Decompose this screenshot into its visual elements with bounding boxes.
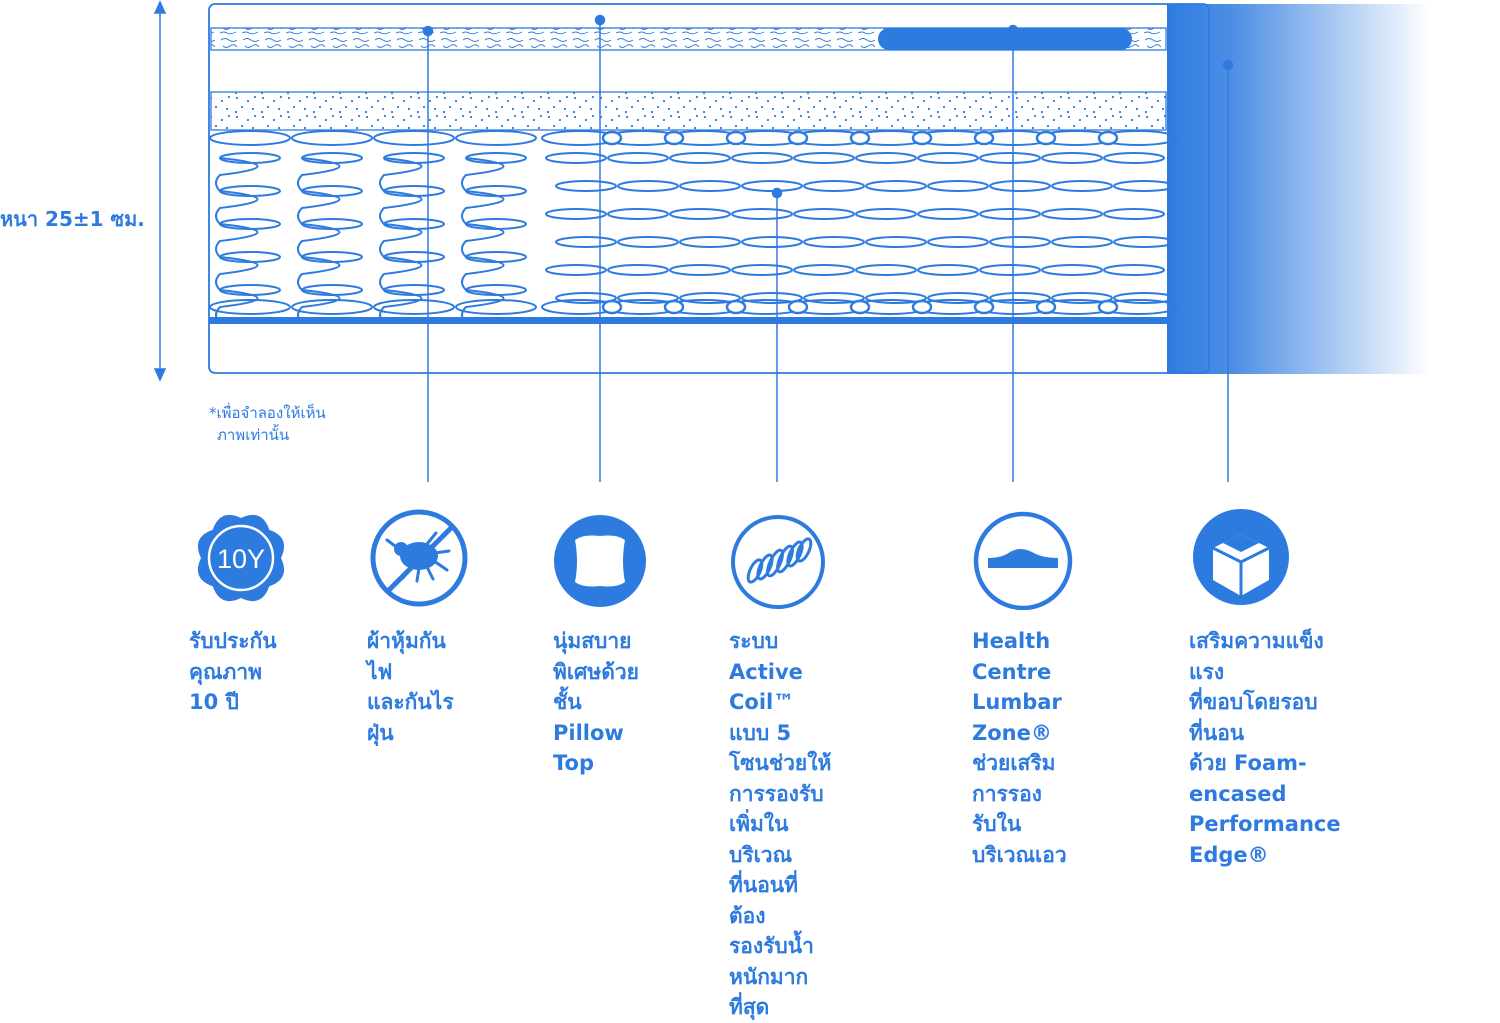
coil-connector-ring [787, 130, 809, 146]
spring-coil [727, 130, 805, 315]
leader-dot-lumbar-zone [1007, 24, 1019, 36]
spring-coil [665, 130, 743, 315]
no-dust-mite-icon [370, 509, 468, 607]
feature-label-active-coil: ระบบ Active Coil™ แบบ 5 โซนช่วยให้ การรอ… [729, 629, 832, 1019]
quilted-top-layer [210, 27, 1167, 51]
coil-connector-ring [1035, 130, 1057, 146]
leader-dot-pillow-top [594, 14, 606, 26]
leader-dot-fire-cover [422, 25, 434, 37]
foam-layer [210, 91, 1167, 131]
coil-connector-ring [787, 299, 809, 315]
coil-connector-ring [973, 130, 995, 146]
feature-foam-edge: เสริมความแข็งแรง ที่ขอบโดยรอบที่นอน ด้วย… [1189, 506, 1341, 867]
spring-coil [373, 130, 455, 324]
coil-connector-ring [911, 299, 933, 315]
spring-coil [1099, 130, 1177, 315]
disclaimer-line-2: ภาพเท่านั้น [217, 426, 290, 444]
illustration-disclaimer: *เพื่อจำลองให้เห็น ภาพเท่านั้น [209, 402, 409, 446]
coil-connector-ring [973, 299, 995, 315]
coil-connector-ring [601, 299, 623, 315]
feature-pillow-top: นุ่มสบาย พิเศษด้วย ชั้น Pillow Top [553, 506, 657, 775]
spring-coil-layer [209, 130, 1177, 324]
coil-connector-ring [725, 130, 747, 146]
leader-dot-active-coil [771, 187, 783, 199]
spring-coil [291, 130, 373, 324]
leader-lines [422, 14, 1234, 482]
feature-label-warranty: รับประกัน คุณภาพ 10 ปี [189, 629, 277, 714]
spring-coil [455, 130, 537, 324]
feature-active-coil: ระบบ Active Coil™ แบบ 5 โซนช่วยให้ การรอ… [729, 506, 833, 1019]
leader-dot-foam-edge [1222, 59, 1234, 71]
coil-connector-ring [1097, 130, 1119, 146]
disclaimer-line-1: *เพื่อจำลองให้เห็น [209, 404, 326, 422]
coil-connector-ring [911, 130, 933, 146]
feature-lumbar-zone: Health Centre Lumbar Zone® ช่วยเสริมการร… [972, 506, 1076, 867]
spring-coil [975, 130, 1053, 315]
foam-edge-cube-icon [1193, 509, 1289, 605]
lumbar-zone-icon [973, 511, 1073, 611]
coil-connector-ring [849, 130, 871, 146]
coil-connector-ring [663, 299, 685, 315]
pillow-icon [554, 515, 646, 607]
spring-coil [209, 130, 291, 324]
thickness-label: หนา 25±1 ซม. [0, 207, 145, 231]
coil-connector-ring [1097, 299, 1119, 315]
spring-coil [541, 130, 619, 315]
spring-coil [913, 130, 991, 315]
spring-coil [789, 130, 867, 315]
foam-encased-edge [1167, 4, 1430, 374]
warranty-badge-text: 10Y [217, 544, 265, 574]
thickness-arrow [153, 0, 167, 382]
spring-coil [851, 130, 929, 315]
coil-connector-ring [663, 130, 685, 146]
coil-connector-ring [725, 299, 747, 315]
spring-coil [1037, 130, 1115, 315]
feature-fire-dustmite-cover: ผ้าหุ้มกันไฟ และกันไรฝุ่น [367, 506, 471, 745]
feature-label-lumbar-zone: Health Centre Lumbar Zone® ช่วยเสริมการร… [972, 629, 1067, 867]
coil-spring-icon [731, 515, 825, 609]
feature-label-fire-dustmite-cover: ผ้าหุ้มกันไฟ และกันไรฝุ่น [367, 629, 454, 745]
feature-label-pillow-top: นุ่มสบาย พิเศษด้วย ชั้น Pillow Top [553, 629, 639, 775]
coil-connector-ring [1035, 299, 1057, 315]
feature-warranty: 10Y รับประกัน คุณภาพ 10 ปี [189, 506, 293, 714]
warranty-badge-icon: 10Y [197, 514, 285, 602]
spring-coil [603, 130, 681, 315]
feature-label-foam-edge: เสริมความแข็งแรง ที่ขอบโดยรอบที่นอน ด้วย… [1189, 629, 1341, 867]
coil-connector-ring [849, 299, 871, 315]
coil-connector-ring [601, 130, 623, 146]
base-plate [209, 317, 1167, 324]
mattress-cross-section-diagram [153, 0, 1430, 482]
